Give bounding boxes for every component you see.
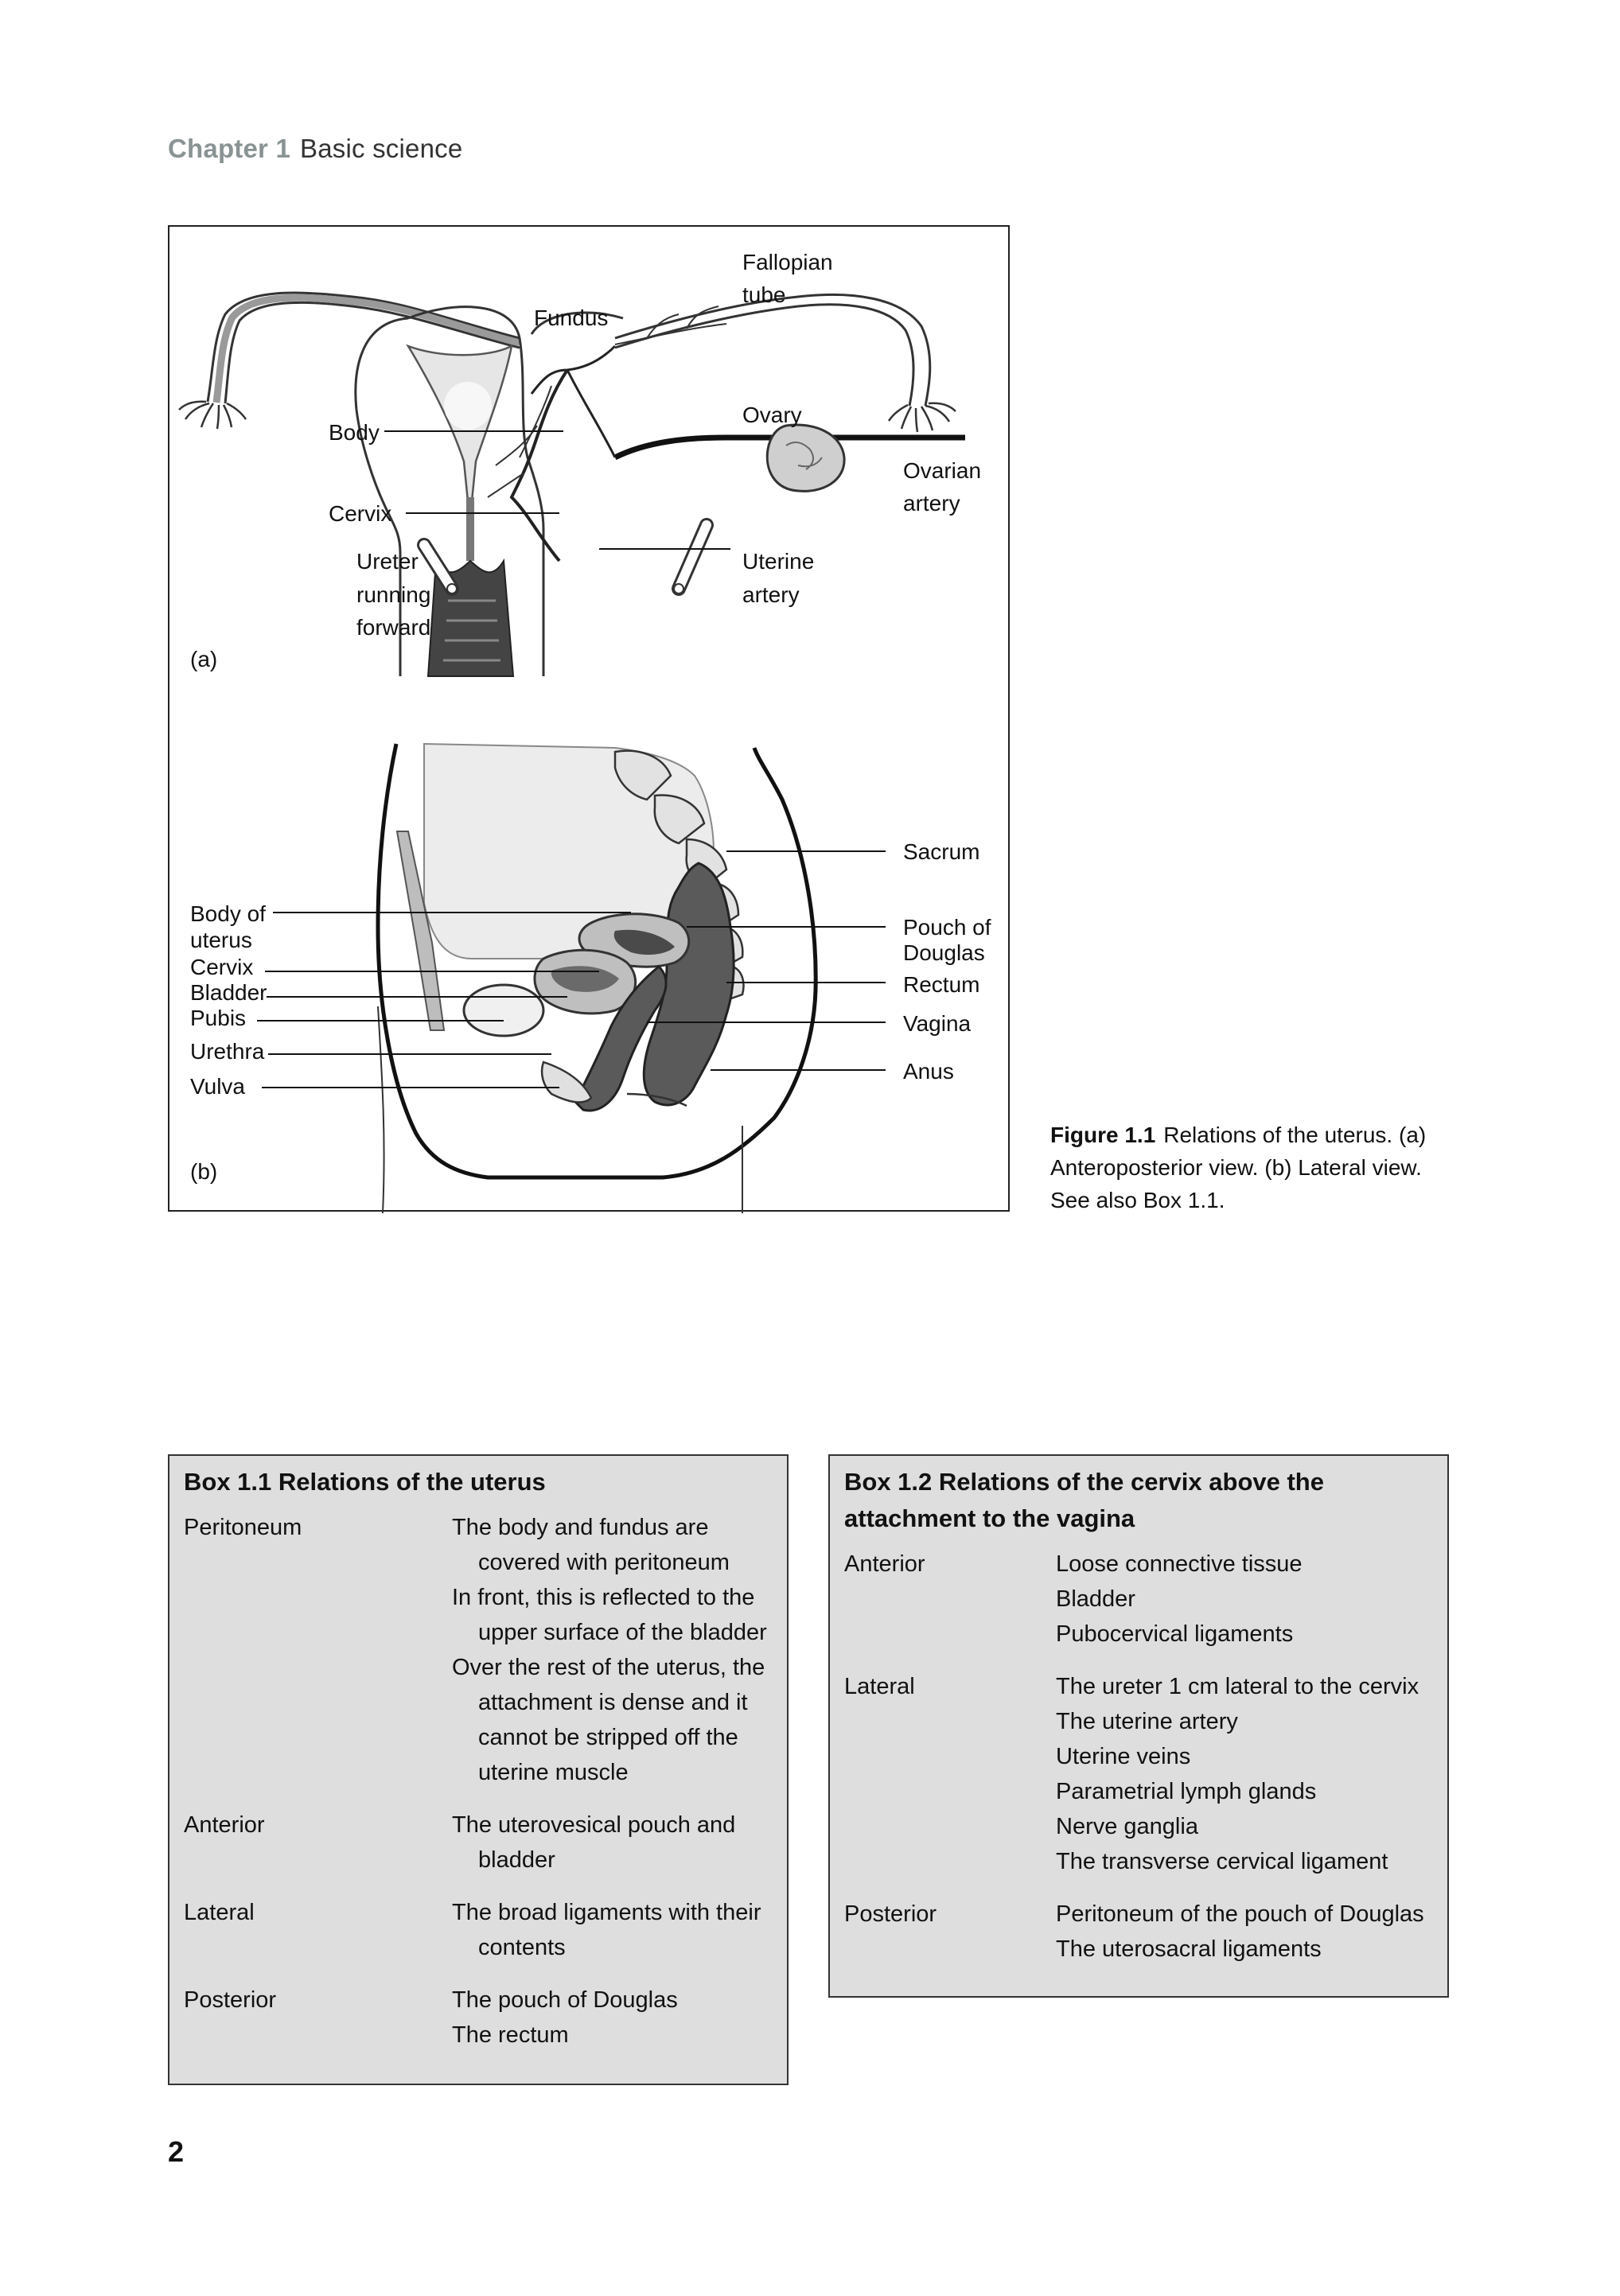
label-rectum: Rectum: [903, 972, 979, 997]
value-line: The transverse cervical ligament: [1056, 1849, 1388, 1874]
table-row: Posterior Peritoneum of the pouch of Dou…: [830, 1897, 1447, 1967]
value-line: Bladder: [1056, 1586, 1135, 1612]
label-bladder: Bladder: [190, 980, 267, 1005]
row-value: The broad ligaments with their contents: [452, 1895, 787, 1983]
label-cervix-a: Cervix: [329, 501, 391, 526]
label-fundus: Fundus: [534, 305, 608, 330]
box-1-1-title: Box 1.1 Relations of the uterus: [184, 1468, 546, 1496]
label-fallopian-tube-1: Fallopian: [742, 250, 833, 274]
figure-caption-text: Relations of the uterus. (a) Anteroposte…: [1050, 1123, 1427, 1212]
value-line: The broad ligaments with their contents: [452, 1900, 761, 1960]
figure-number: Figure 1.1: [1050, 1123, 1156, 1147]
value-line: The uterosacral ligaments: [1056, 1936, 1322, 1962]
uterus-illustration: Fallopian tube Fundus Body Ovary Ovarian…: [178, 250, 991, 1213]
label-body-of-uterus-2: uterus: [190, 928, 252, 952]
value-line: Nerve ganglia: [1056, 1814, 1198, 1839]
table-row: Peritoneum The body and fundus are cover…: [169, 1510, 787, 1808]
value-line: Pubocervical ligaments: [1056, 1621, 1294, 1647]
value-line: Loose connective tissue: [1056, 1551, 1303, 1577]
label-vagina: Vagina: [903, 1011, 972, 1036]
value-line: The ureter 1 cm lateral to the cervix: [1056, 1674, 1419, 1699]
label-pouch-of-douglas-2: Douglas: [903, 940, 985, 965]
row-key: Lateral: [184, 1900, 255, 1925]
label-body-of-uterus-1: Body of: [190, 901, 266, 926]
box-1-1-table: Peritoneum The body and fundus are cover…: [169, 1510, 787, 2053]
label-fallopian-tube-2: tube: [742, 282, 786, 307]
label-uterine-artery-2: artery: [742, 582, 800, 607]
row-key: Anterior: [844, 1551, 925, 1577]
value-line: Uterine veins: [1056, 1744, 1191, 1769]
label-anus: Anus: [903, 1059, 954, 1084]
row-key: Posterior: [844, 1901, 937, 1927]
ureter-right: [672, 518, 714, 596]
table-row: Posterior The pouch of Douglas The rectu…: [169, 1983, 787, 2053]
value-line: In front, this is reflected to the upper…: [452, 1585, 767, 1645]
row-value: Loose connective tissue Bladder Pubocerv…: [1056, 1547, 1447, 1669]
table-row: Lateral The ureter 1 cm lateral to the c…: [830, 1669, 1447, 1897]
label-pubis: Pubis: [190, 1006, 246, 1030]
panel-b-tag: (b): [190, 1159, 217, 1184]
panel-a-drawing: [178, 291, 965, 677]
label-uterine-artery-1: Uterine: [742, 549, 814, 574]
row-value: The ureter 1 cm lateral to the cervix Th…: [1056, 1669, 1447, 1897]
box-1-2-title: Box 1.2 Relations of the cervix above th…: [844, 1468, 1324, 1532]
running-header: Chapter 1 Basic science: [168, 134, 462, 164]
figure-1-1: Fallopian tube Fundus Body Ovary Ovarian…: [168, 225, 1010, 1213]
panel-a-tag: (a): [190, 647, 217, 671]
table-row: Lateral The broad ligaments with their c…: [169, 1895, 787, 1983]
label-ovarian-artery-2: artery: [903, 491, 960, 516]
label-ovary: Ovary: [742, 403, 802, 427]
right-fimbriae: [887, 402, 956, 433]
value-line: Parametrial lymph glands: [1056, 1779, 1317, 1804]
table-row: Anterior The uterovesical pouch and blad…: [169, 1808, 787, 1895]
label-urethra: Urethra: [190, 1039, 265, 1064]
value-line: The rectum: [452, 2022, 569, 2048]
row-value: Peritoneum of the pouch of Douglas The u…: [1056, 1897, 1447, 1967]
row-key: Peritoneum: [184, 1515, 302, 1540]
label-ureter-2: running: [356, 582, 430, 607]
section-label: Basic science: [300, 134, 463, 163]
row-value: The uterovesical pouch and bladder: [452, 1808, 787, 1895]
page-number: 2: [168, 2135, 185, 2168]
value-line: The uterine artery: [1056, 1709, 1238, 1734]
label-ureter-1: Ureter: [356, 549, 419, 574]
ureter-left: [417, 538, 459, 596]
label-ovarian-artery-1: Ovarian: [903, 458, 981, 483]
table-row: Anterior Loose connective tissue Bladder…: [830, 1547, 1447, 1669]
value-line: Peritoneum of the pouch of Douglas: [1056, 1901, 1424, 1927]
label-body: Body: [329, 420, 380, 445]
label-vulva: Vulva: [190, 1074, 245, 1099]
value-line: The pouch of Douglas: [452, 1987, 678, 2013]
label-ureter-3: forward: [356, 615, 430, 640]
label-cervix-b: Cervix: [190, 955, 253, 979]
value-line: The body and fundus are covered with per…: [452, 1515, 730, 1575]
box-1-2: Box 1.2 Relations of the cervix above th…: [828, 1454, 1449, 1998]
label-pouch-of-douglas-1: Pouch of: [903, 915, 991, 940]
row-key: Anterior: [184, 1812, 265, 1838]
value-line: The uterovesical pouch and bladder: [452, 1812, 736, 1873]
label-sacrum: Sacrum: [903, 839, 979, 864]
chapter-label: Chapter 1: [168, 134, 291, 163]
panel-b-drawing: [257, 742, 886, 1213]
left-fimbriae: [178, 400, 247, 430]
value-line: Over the rest of the uterus, the attachm…: [452, 1655, 765, 1785]
row-key: Lateral: [844, 1674, 915, 1699]
row-value: The pouch of Douglas The rectum: [452, 1983, 787, 2053]
box-1-1: Box 1.1 Relations of the uterus Peritone…: [168, 1454, 789, 2085]
box-1-2-table: Anterior Loose connective tissue Bladder…: [830, 1547, 1447, 1967]
row-key: Posterior: [184, 1987, 277, 2013]
row-value: The body and fundus are covered with per…: [452, 1510, 787, 1808]
